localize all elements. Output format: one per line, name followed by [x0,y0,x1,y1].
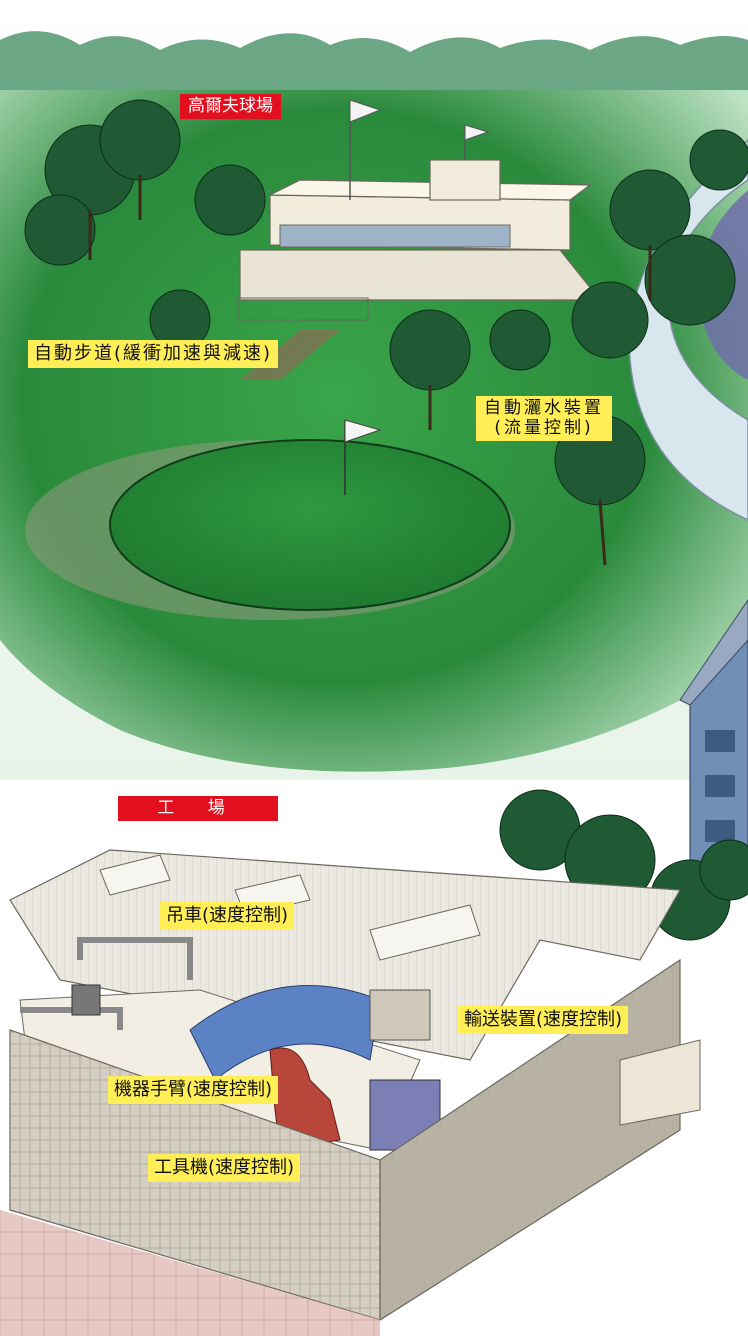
golf-course-label: 高爾夫球場 [180,94,281,119]
flag-icon [344,419,382,443]
conveyor-label: 輸送裝置(速度控制) [458,1006,629,1034]
trees-factory [499,789,748,941]
machine-tool-label: 工具機(速度控制) [148,1154,301,1182]
moving-walkway-label: 自動步道(緩衝加速與減速) [28,340,279,368]
robot-arm-label: 機器手臂(速度控制) [108,1076,279,1104]
tree-trunks [88,175,652,566]
crane-label: 吊車(速度控制) [160,902,295,930]
trees-golf [24,99,748,506]
factory [0,849,701,1336]
sprinkler-label-line2: (流量控制) [494,418,594,438]
office-building [679,599,748,881]
sprinkler-label-line1: 自動灑水裝置 [484,398,604,418]
sprinkler-label: 自動灑水裝置 (流量控制) [476,396,612,441]
factory-label: 工 場 [118,796,278,821]
clubhouse [237,99,602,380]
